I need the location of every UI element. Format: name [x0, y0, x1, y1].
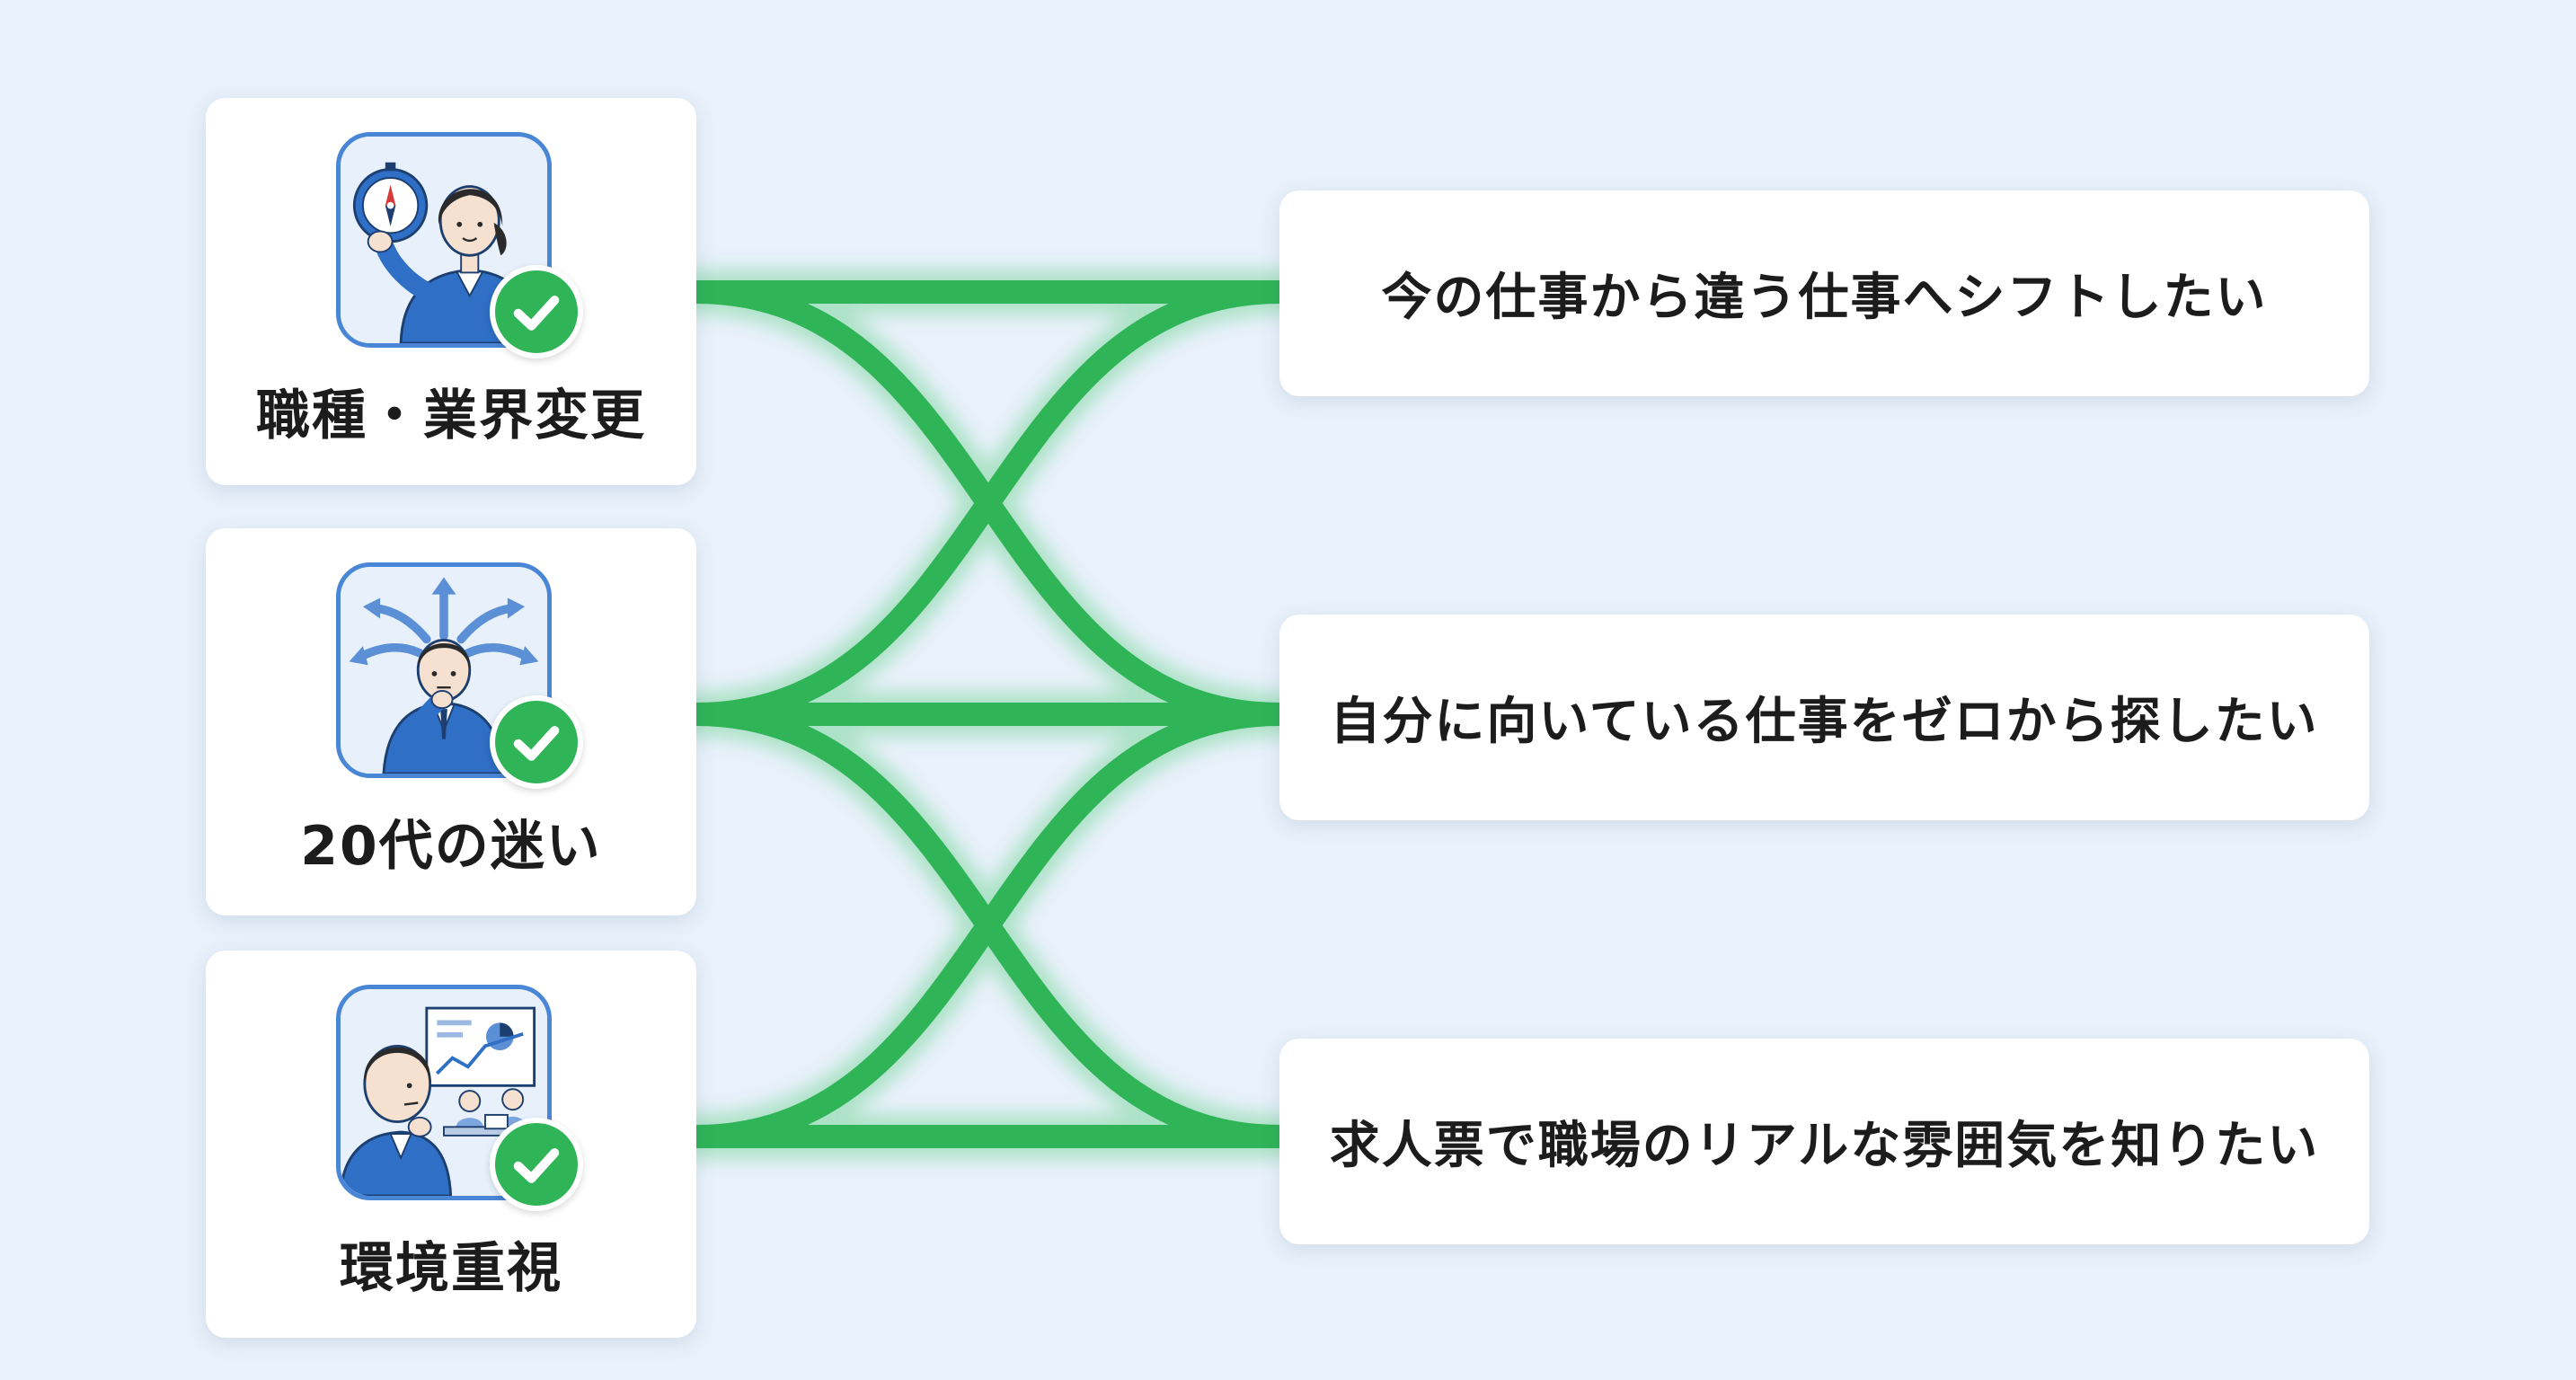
need-card-workplace-atmosphere[interactable]: 求人票で職場のリアルな雰囲気を知りたい: [1279, 1039, 2369, 1244]
connector-line: [685, 280, 1291, 726]
category-label: 20代の迷い: [300, 815, 602, 878]
category-card-environment[interactable]: 環境重視: [206, 951, 696, 1338]
category-label: 環境重視: [340, 1237, 562, 1300]
need-card-find-suitable-job[interactable]: 自分に向いている仕事をゼロから探したい: [1279, 615, 2369, 820]
check-icon: [490, 265, 583, 358]
need-label: 求人票で職場のリアルな雰囲気を知りたい: [1329, 1117, 2320, 1175]
connector-line: [685, 703, 1291, 1148]
check-icon: [490, 695, 583, 789]
need-label: 自分に向いている仕事をゼロから探したい: [1330, 693, 2319, 751]
category-card-career-change[interactable]: 職種・業界変更: [206, 98, 696, 485]
check-icon: [490, 1118, 583, 1211]
category-label: 職種・業界変更: [256, 385, 646, 447]
category-card-twenties-doubt[interactable]: 20代の迷い: [206, 528, 696, 916]
need-label: 今の仕事から違う仕事へシフトしたい: [1381, 269, 2268, 327]
need-card-shift-job[interactable]: 今の仕事から違う仕事へシフトしたい: [1279, 190, 2369, 396]
